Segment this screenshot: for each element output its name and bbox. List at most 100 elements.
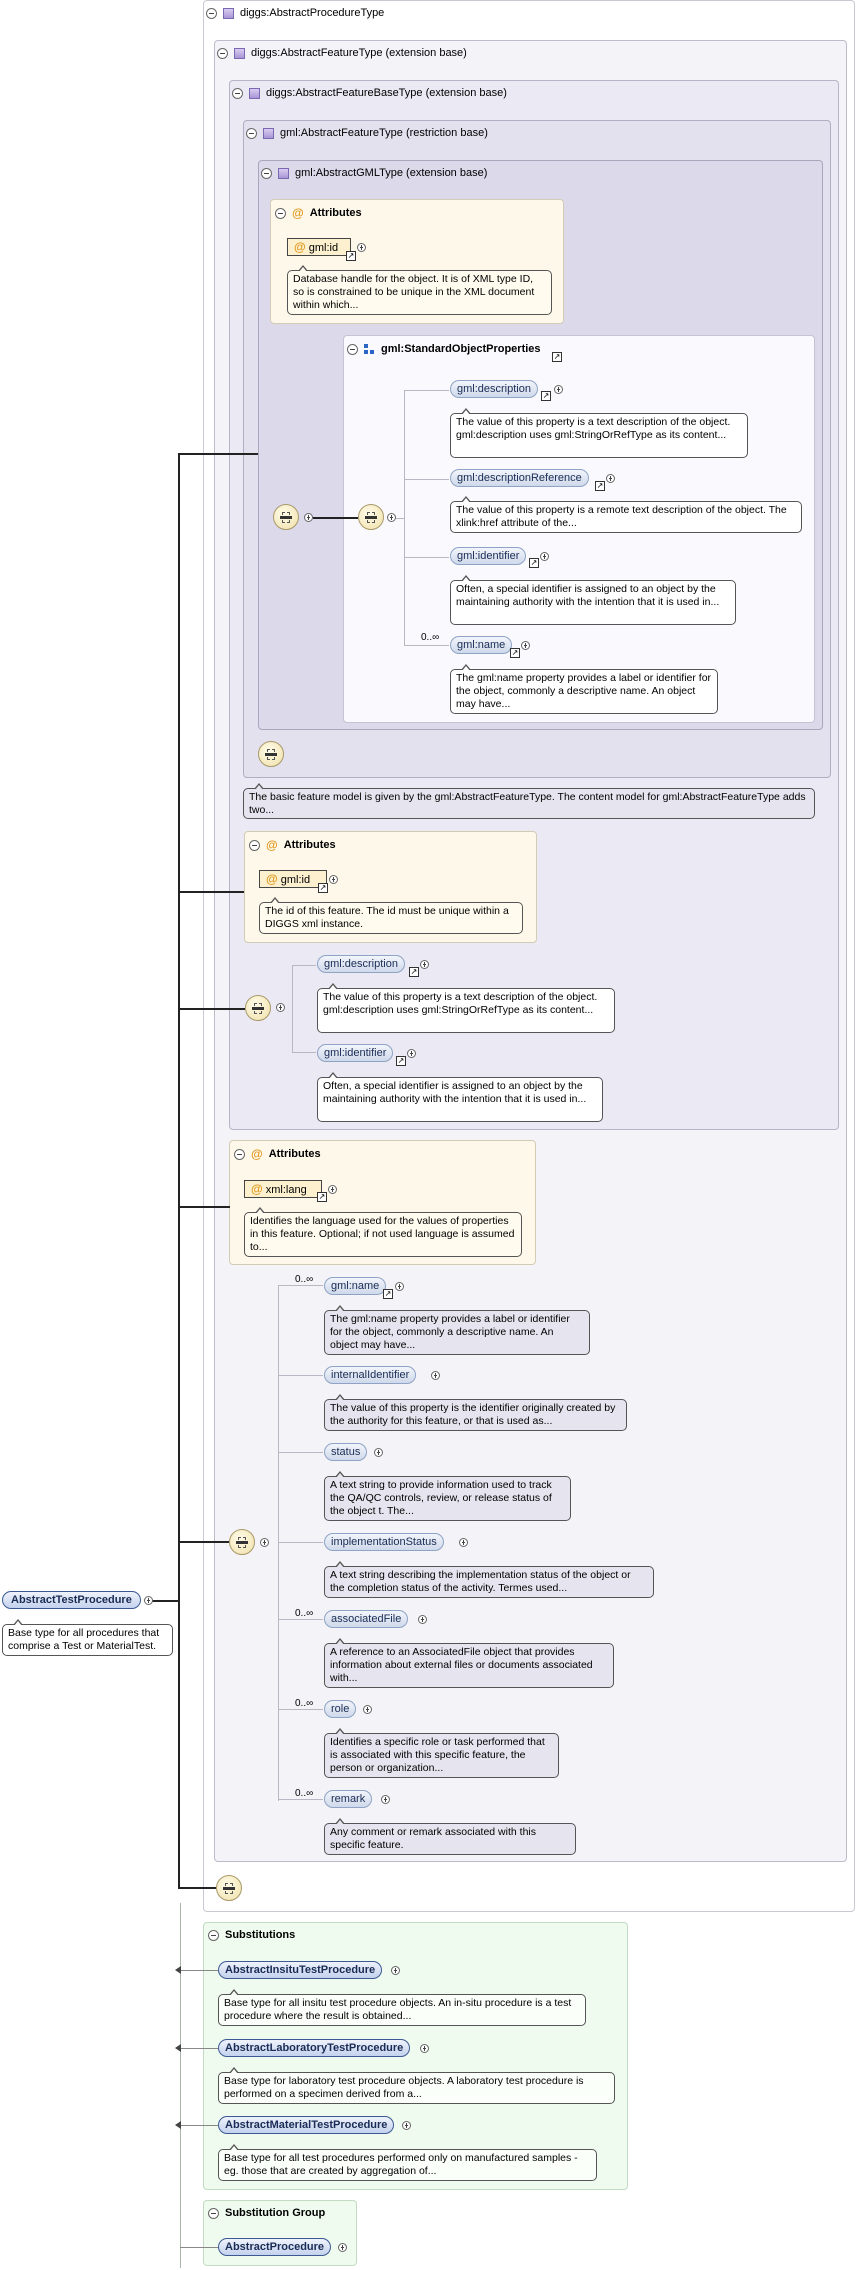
link-icon[interactable]: ↗	[317, 1192, 327, 1202]
link-icon[interactable]: ↗	[409, 967, 419, 977]
expand-icon[interactable]	[606, 474, 615, 483]
collapse-icon[interactable]	[206, 7, 217, 19]
link-icon[interactable]: ↗	[510, 648, 520, 658]
link-icon[interactable]: ↗	[318, 883, 328, 893]
feature-remark[interactable]: remark	[324, 1790, 373, 1808]
expand-icon[interactable]	[402, 2121, 411, 2130]
link-icon[interactable]: ↗	[346, 251, 356, 261]
attributes-title: Attributes	[283, 839, 336, 851]
substitution-insitu[interactable]: AbstractInsituTestProcedure	[218, 1961, 383, 1979]
feature-implementation-status[interactable]: implementationStatus	[324, 1533, 444, 1551]
feature-status[interactable]: status	[324, 1443, 368, 1461]
attributes-header[interactable]: @ Attributes	[234, 1147, 321, 1161]
collapse-icon[interactable]	[234, 1148, 245, 1160]
collapse-icon[interactable]	[208, 2207, 219, 2219]
collapse-icon[interactable]	[276, 1003, 285, 1012]
sequence-compositor-icon[interactable]	[273, 504, 299, 530]
std-prop-name[interactable]: gml:name	[450, 636, 513, 654]
sequence-compositor-icon[interactable]	[245, 995, 271, 1021]
collapse-icon[interactable]	[232, 87, 243, 99]
expand-icon[interactable]	[363, 1705, 372, 1714]
expand-icon[interactable]	[381, 1795, 390, 1804]
collapse-icon[interactable]	[304, 513, 313, 522]
substitution-laboratory[interactable]: AbstractLaboratoryTestProcedure	[218, 2039, 411, 2057]
collapse-icon[interactable]	[246, 127, 257, 139]
std-prop-description-reference[interactable]: gml:descriptionReference	[450, 469, 589, 487]
occurrence-label: 0..∞	[295, 1788, 314, 1799]
sequence-compositor-icon[interactable]	[358, 504, 384, 530]
expand-icon[interactable]	[395, 1282, 404, 1291]
link-icon[interactable]: ↗	[595, 481, 605, 491]
abstract-feature-base-type-header[interactable]: diggs:AbstractFeatureBaseType (extension…	[232, 87, 507, 99]
attributes-header[interactable]: @ Attributes	[275, 206, 362, 220]
gml-id-doc: Database handle for the object. It is of…	[287, 265, 552, 315]
expand-icon[interactable]	[357, 243, 366, 252]
substitutions-header[interactable]: Substitutions	[208, 1929, 295, 1941]
feature-role-doc: Identifies a specific role or task perfo…	[324, 1728, 559, 1778]
substitution-group-element[interactable]: AbstractProcedure	[218, 2238, 332, 2256]
link-icon[interactable]: ↗	[396, 1056, 406, 1066]
occurrence-label: 0..∞	[295, 1698, 314, 1709]
base-gml-id-attribute[interactable]: @ gml:id	[259, 870, 327, 888]
expand-icon[interactable]	[328, 1185, 337, 1194]
substitution-group-header[interactable]: Substitution Group	[208, 2207, 325, 2219]
base-identifier[interactable]: gml:identifier	[317, 1044, 394, 1062]
collapse-icon[interactable]	[347, 343, 358, 355]
substitution-group-title: Substitution Group	[225, 2207, 326, 2219]
expand-icon[interactable]	[418, 1615, 427, 1624]
std-prop-description-reference-doc: The value of this property is a remote t…	[450, 496, 802, 533]
link-icon[interactable]: ↗	[552, 352, 562, 362]
attributes-header[interactable]: @ Attributes	[249, 838, 336, 852]
feature-role[interactable]: role	[324, 1700, 357, 1718]
expand-icon[interactable]	[431, 1371, 440, 1380]
sequence-compositor-icon[interactable]	[216, 1875, 242, 1901]
gml-abstract-feature-type-header[interactable]: gml:AbstractFeatureType (restriction bas…	[246, 127, 488, 139]
std-prop-identifier[interactable]: gml:identifier	[450, 547, 527, 565]
expand-icon[interactable]	[420, 960, 429, 969]
root-element[interactable]: AbstractTestProcedure	[2, 1591, 141, 1609]
base-description[interactable]: gml:description	[317, 955, 405, 973]
expand-icon[interactable]	[420, 2044, 429, 2053]
collapse-icon[interactable]	[249, 839, 260, 851]
expand-icon[interactable]	[407, 1049, 416, 1058]
expand-icon[interactable]	[554, 385, 563, 394]
xml-lang-attribute[interactable]: @ xml:lang	[244, 1180, 322, 1198]
collapse-icon[interactable]	[387, 513, 396, 522]
collapse-icon[interactable]	[261, 167, 272, 179]
gml-id-attribute[interactable]: @ gml:id	[287, 238, 351, 256]
expand-icon[interactable]	[374, 1448, 383, 1457]
expand-icon[interactable]	[338, 2243, 347, 2252]
attribute-icon: @	[294, 240, 306, 254]
expand-icon[interactable]	[521, 641, 530, 650]
collapse-icon[interactable]	[217, 47, 228, 59]
link-icon[interactable]: ↗	[541, 391, 551, 401]
occurrence-label: 0..∞	[295, 1274, 314, 1285]
sequence-compositor-icon[interactable]	[229, 1529, 255, 1555]
collapse-icon[interactable]	[275, 207, 286, 219]
link-icon[interactable]: ↗	[529, 558, 539, 568]
feature-associated-file[interactable]: associatedFile	[324, 1610, 409, 1628]
attributes-title: Attributes	[268, 1148, 321, 1160]
base-identifier-doc: Often, a special identifier is assigned …	[317, 1072, 603, 1122]
collapse-icon[interactable]	[260, 1538, 269, 1547]
expand-icon[interactable]	[540, 552, 549, 561]
feature-internal-identifier[interactable]: internalIdentifier	[324, 1366, 417, 1384]
feature-gml-name[interactable]: gml:name	[324, 1277, 387, 1295]
collapse-icon[interactable]	[208, 1929, 219, 1941]
gml-abstract-gml-type-header[interactable]: gml:AbstractGMLType (extension base)	[261, 167, 487, 179]
base-gml-id-doc: The id of this feature. The id must be u…	[259, 897, 523, 934]
std-prop-description[interactable]: gml:description	[450, 380, 538, 398]
collapse-icon[interactable]	[144, 1596, 153, 1605]
expand-icon[interactable]	[459, 1538, 468, 1547]
substitutions-title: Substitutions	[225, 1929, 296, 1941]
occurrence-label: 0..∞	[295, 1608, 314, 1619]
expand-icon[interactable]	[329, 875, 338, 884]
expand-icon[interactable]	[391, 1966, 400, 1975]
abstract-feature-type-header[interactable]: diggs:AbstractFeatureType (extension bas…	[217, 47, 467, 59]
standard-object-properties-header[interactable]: gml:StandardObjectProperties	[347, 343, 541, 355]
abstract-procedure-type-header[interactable]: diggs:AbstractProcedureType	[206, 7, 384, 19]
substitution-material[interactable]: AbstractMaterialTestProcedure	[218, 2116, 395, 2134]
complex-type-icon	[223, 7, 234, 19]
link-icon[interactable]: ↗	[383, 1289, 393, 1299]
sequence-compositor-icon[interactable]	[258, 741, 284, 767]
